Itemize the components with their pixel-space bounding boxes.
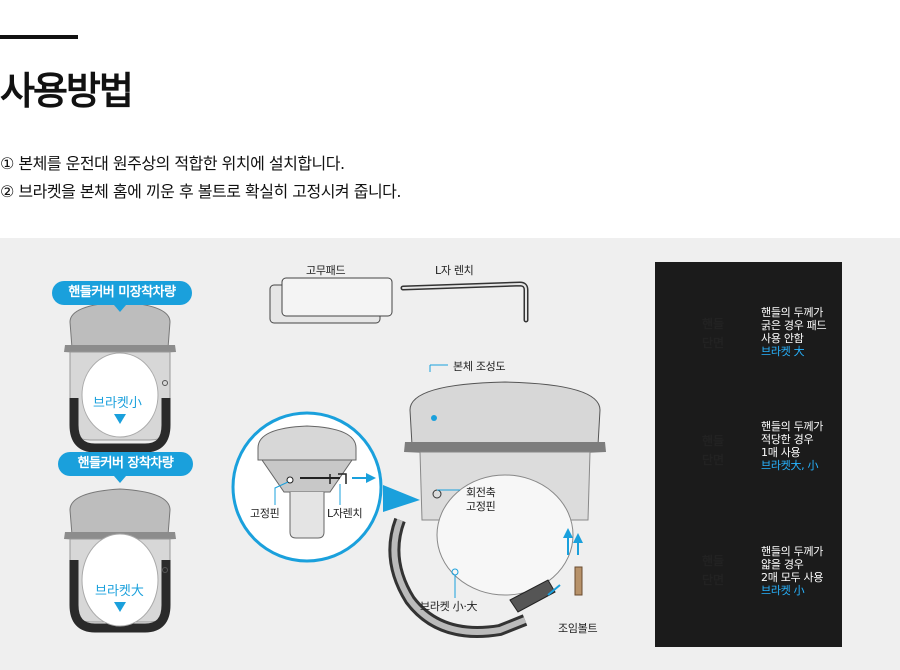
guide-1-line3: 사용 안함	[761, 332, 804, 345]
guide-2-highlight: 브라켓大, 小	[761, 459, 819, 472]
step-1: ① 본체를 운전대 원주상의 적합한 위치에 설치합니다.	[0, 154, 345, 173]
guide-3-line2: 얇을 경우	[761, 558, 804, 571]
guide-3-highlight: 브라켓 小	[761, 584, 805, 597]
guide-3-line1: 핸들의 두께가	[761, 545, 824, 558]
guide-2-line1: 핸들의 두께가	[761, 420, 824, 433]
cs3-line2: 단면	[701, 573, 725, 587]
pill-no-cover: 핸들커버 미장착차량	[52, 281, 192, 305]
guide-1-line2: 굵은 경우 패드	[761, 319, 827, 332]
bracket-small-label: 브라켓小	[93, 396, 142, 411]
cross-section-3-text: 핸들 단면	[693, 552, 733, 590]
body-label: 본체 조성도	[453, 360, 506, 373]
guide-item-1: 핸들의 두께가 굵은 경우 패드 사용 안함 브라켓 大	[761, 306, 827, 358]
l-wrench-label: L자 렌치	[435, 264, 474, 277]
pill-with-cover: 핸들커버 장착차량	[58, 452, 193, 476]
guide-1-line1: 핸들의 두께가	[761, 306, 824, 319]
guide-3-line3: 2매 모두 사용	[761, 571, 824, 584]
device-illustration-top	[64, 301, 176, 453]
instruction-steps: ① 본체를 운전대 원주상의 적합한 위치에 설치합니다. ② 브라켓을 본체 …	[0, 150, 401, 206]
title-accent-bar	[0, 35, 78, 39]
cs2-line1: 핸들	[701, 434, 725, 448]
guide-2-line3: 1매 사용	[761, 446, 801, 459]
guide-1-highlight: 브라켓 大	[761, 345, 805, 358]
bracket-label: 브라켓 小·大	[420, 600, 478, 613]
fix-pin-label: 고정핀	[250, 507, 280, 520]
bolt-label: 조임볼트	[558, 622, 598, 635]
l-wrench-detail-label: L자렌치	[327, 507, 363, 520]
page-title: 사용방법	[0, 69, 134, 113]
cs1-line2: 단면	[701, 336, 725, 350]
thickness-guide-panel	[655, 262, 842, 647]
pivot-label-1: 회전축	[466, 486, 496, 499]
guide-item-2: 핸들의 두께가 적당한 경우 1매 사용 브라켓大, 小	[761, 420, 823, 472]
bracket-large-label: 브라켓大	[95, 584, 144, 599]
rubber-pad-label: 고무패드	[306, 264, 346, 277]
pivot-label-2: 고정핀	[466, 500, 496, 513]
cs1-line1: 핸들	[701, 317, 725, 331]
cross-section-1-text: 핸들 단면	[693, 315, 733, 353]
guide-item-3: 핸들의 두께가 얇을 경우 2매 모두 사용 브라켓 小	[761, 545, 824, 597]
l-wrench-illustration	[400, 281, 529, 323]
cross-section-2-text: 핸들 단면	[693, 432, 733, 470]
step-2: ② 브라켓을 본체 홈에 끼운 후 볼트로 확실히 고정시켜 줍니다.	[0, 182, 401, 201]
pill-arrow-bottom	[114, 476, 126, 483]
cs3-line1: 핸들	[701, 554, 725, 568]
rubber-pad-illustration	[269, 277, 393, 324]
main-body-illustration	[388, 364, 606, 638]
device-illustration-bottom	[64, 488, 176, 633]
cs2-line2: 단면	[701, 453, 725, 467]
guide-2-line2: 적당한 경우	[761, 433, 814, 446]
pill-arrow-top	[114, 305, 126, 312]
zoom-detail	[231, 411, 420, 563]
